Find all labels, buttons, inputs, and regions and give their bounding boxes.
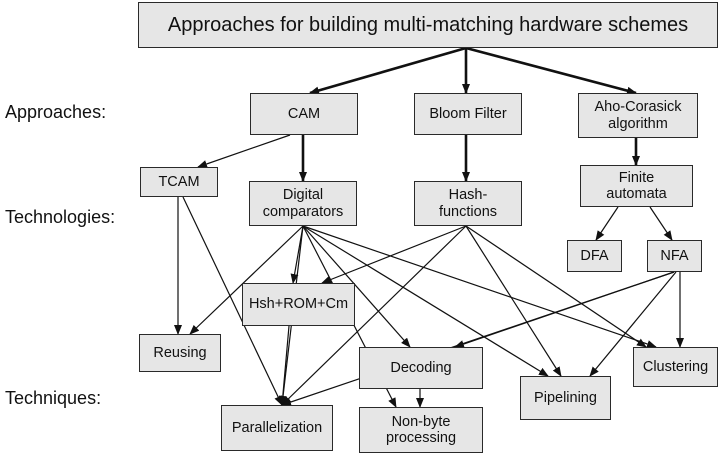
node-reusing: Reusing bbox=[139, 334, 221, 372]
edge-hash-to-clustering bbox=[465, 225, 647, 348]
edge-digital-to-reusing bbox=[189, 225, 304, 335]
node-bloom-filter: Bloom Filter bbox=[414, 93, 522, 135]
node-dfa: DFA bbox=[567, 240, 622, 272]
edge-tcam-to-parallel bbox=[182, 196, 283, 406]
node-decoding: Decoding bbox=[359, 347, 483, 389]
node-non-byte-processing: Non-byte processing bbox=[359, 407, 483, 453]
row-label-approaches: Approaches: bbox=[5, 102, 107, 122]
node-digital-comparators: Digital comparators bbox=[249, 181, 357, 226]
node-tcam: TCAM bbox=[140, 167, 218, 197]
edge-title-to-aho bbox=[465, 46, 637, 95]
node-parallelization: Parallelization bbox=[221, 405, 333, 451]
node-cam: CAM bbox=[250, 93, 358, 135]
edge-digital-to-clustering bbox=[302, 225, 657, 348]
node-nfa: NFA bbox=[647, 240, 702, 272]
node-hsh-rom-cm: Hsh+ROM+Cm bbox=[242, 283, 355, 326]
row-label-techniques: Techniques: bbox=[5, 388, 102, 408]
edge-hash-to-hsh bbox=[321, 225, 467, 284]
node-pipelining: Pipelining bbox=[520, 376, 611, 420]
edge-nfa-to-parallel bbox=[281, 271, 675, 406]
edge-hash-to-pipelining bbox=[465, 225, 562, 377]
node-finite-automata: Finite automata bbox=[580, 165, 693, 207]
edge-digital-to-decoding bbox=[302, 225, 411, 348]
edge-hsh-to-parallel bbox=[278, 325, 290, 406]
edge-title-to-cam bbox=[309, 46, 467, 95]
diagram-title: Approaches for building multi-matching h… bbox=[138, 2, 718, 48]
edge-finite-to-nfa bbox=[649, 206, 673, 241]
row-label-technologies: Technologies: bbox=[5, 207, 116, 227]
node-hash-functions: Hash- functions bbox=[414, 181, 522, 226]
edge-finite-to-dfa bbox=[595, 206, 619, 241]
edge-cam-to-tcam bbox=[197, 134, 291, 168]
edge-nfa-to-pipelining bbox=[589, 271, 677, 377]
edge-hash-to-parallel bbox=[281, 225, 467, 406]
edge-digital-to-pipelining bbox=[302, 225, 549, 377]
node-aho-corasick: Aho-Corasick algorithm bbox=[578, 93, 698, 138]
node-clustering: Clustering bbox=[633, 347, 718, 387]
